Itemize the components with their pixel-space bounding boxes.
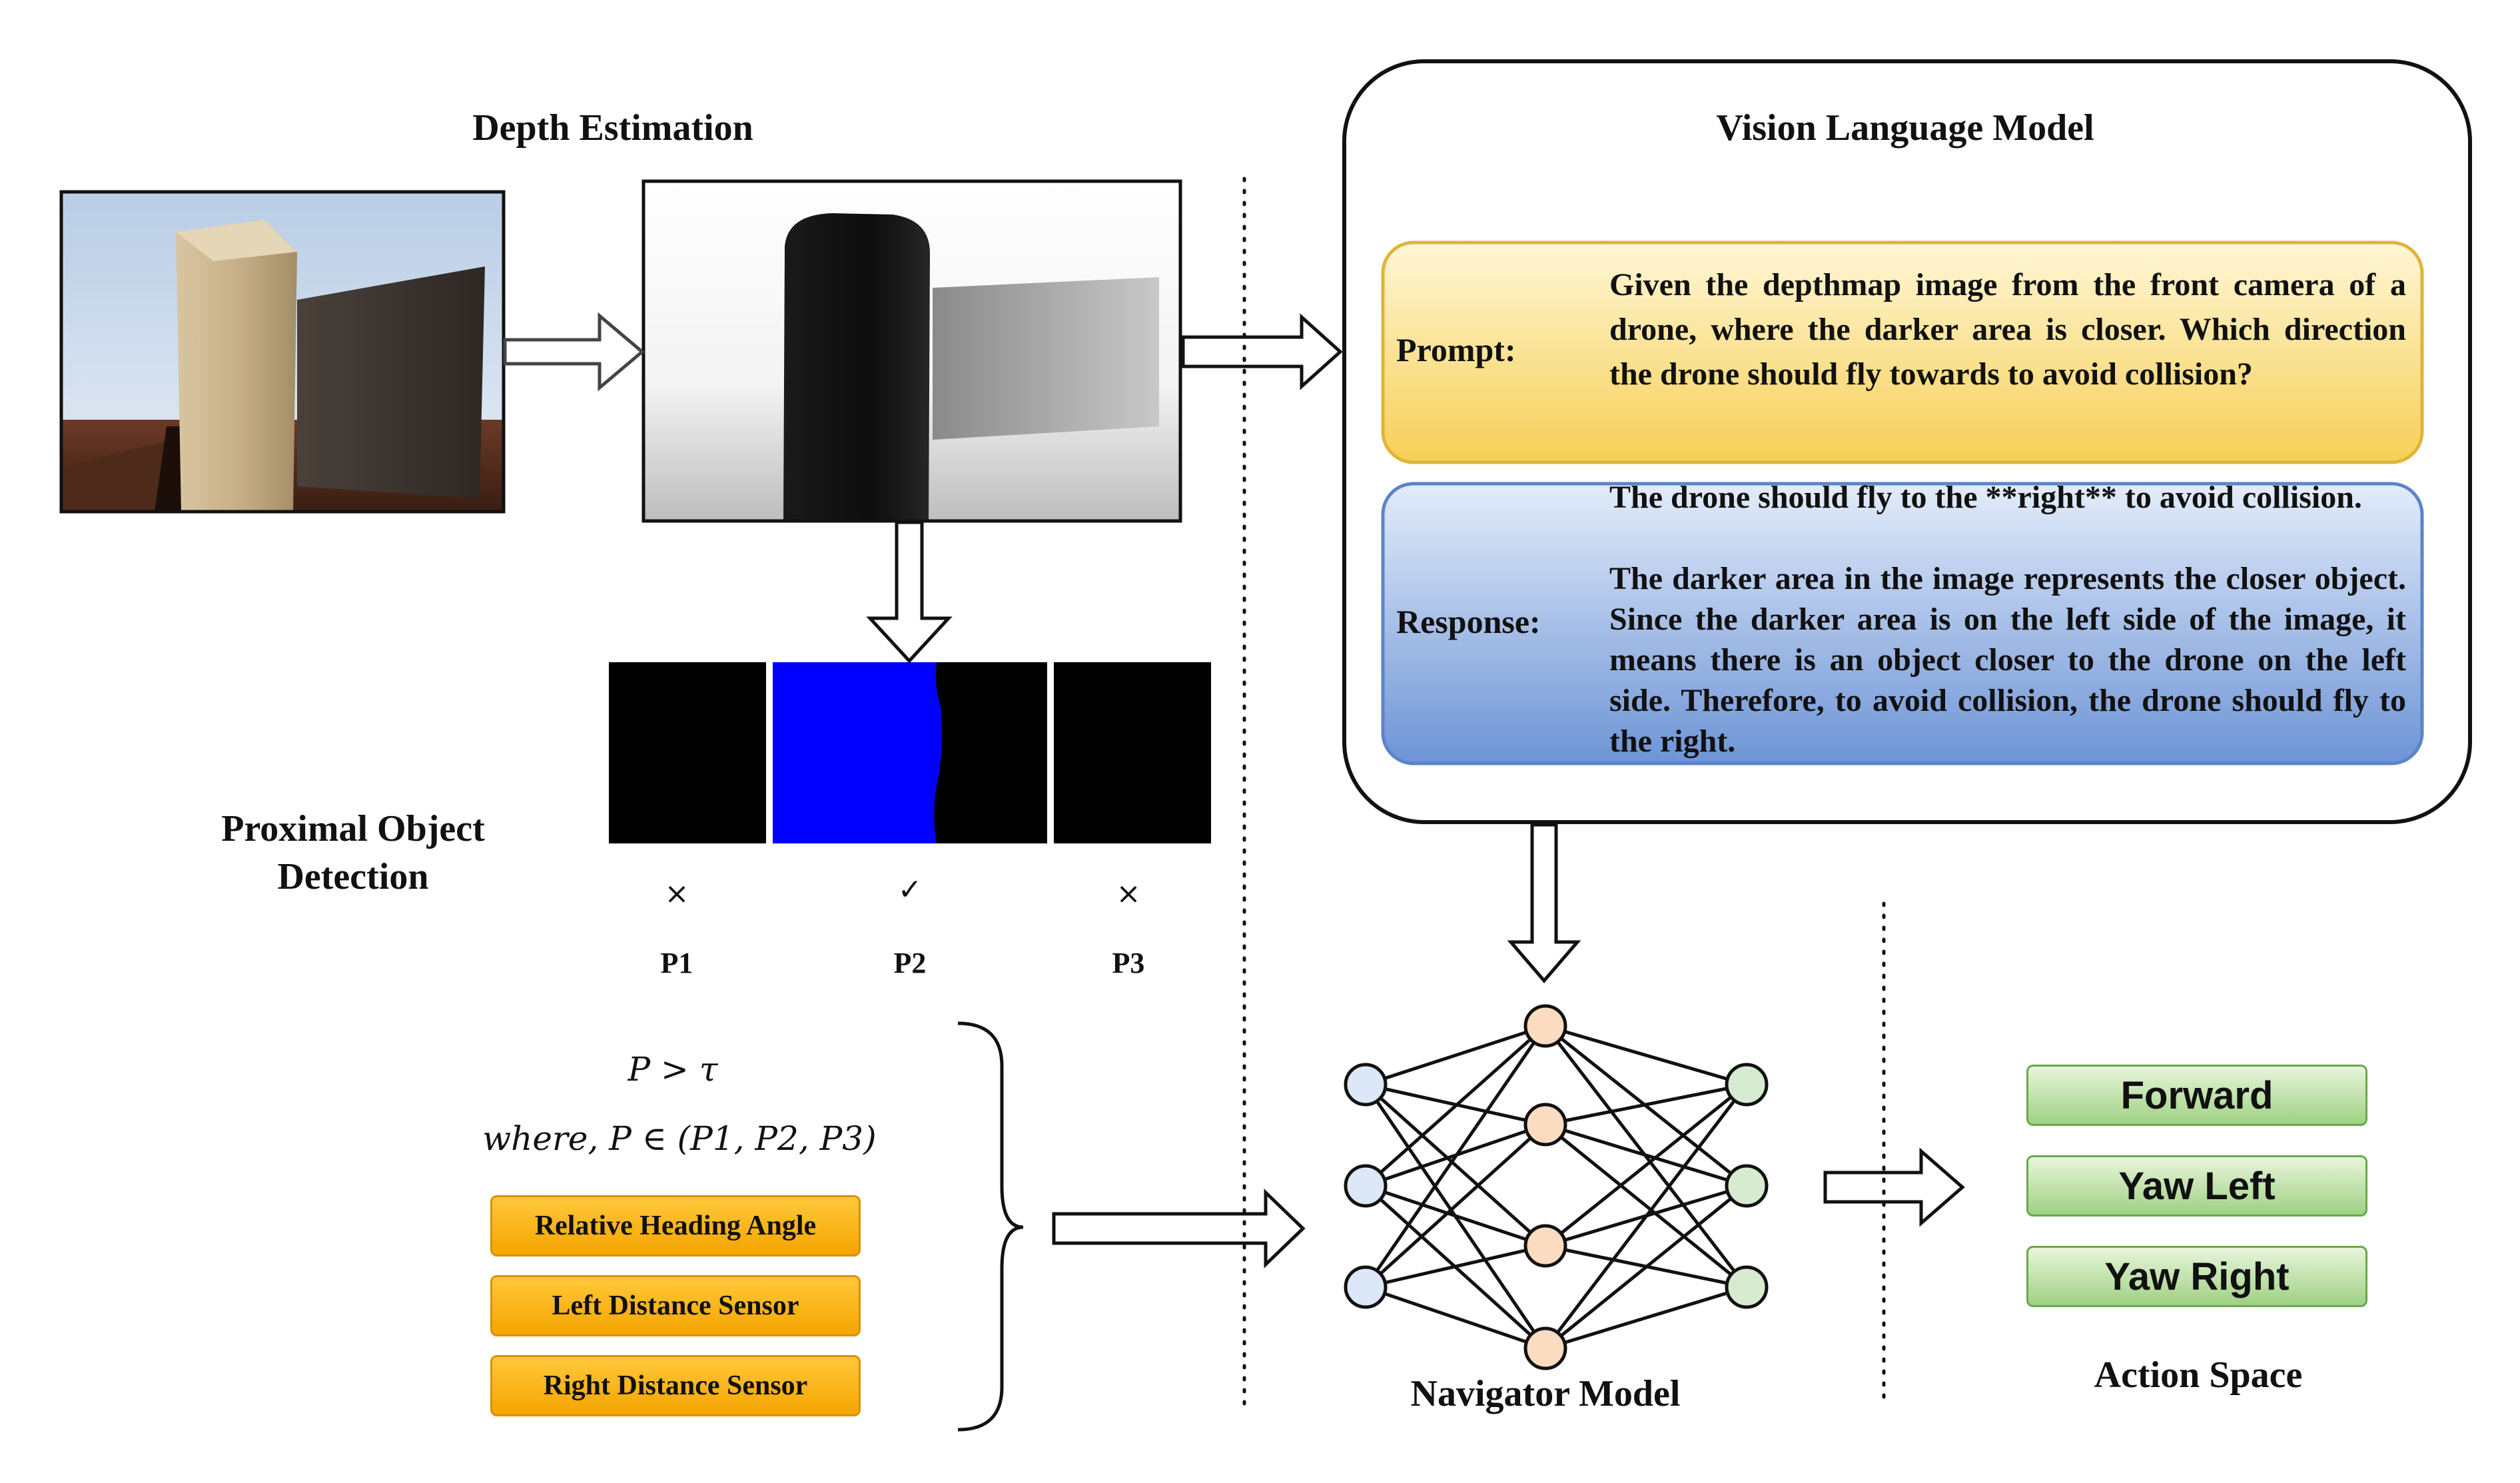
- right-arrow-icon: [503, 312, 645, 392]
- network-edge: [1544, 1083, 1748, 1350]
- action-forward: Forward: [2026, 1065, 2367, 1126]
- proximal-detection-strip: [609, 662, 1211, 843]
- network-edge: [1544, 1123, 1748, 1288]
- hidden-node: [1523, 1224, 1567, 1268]
- prompt-text: Given the depthmap image from the front …: [1609, 267, 2406, 392]
- network-edge: [1364, 1025, 1547, 1288]
- response-box: [1381, 482, 2424, 765]
- right-arrow-icon: [1823, 1147, 1965, 1227]
- network-edge: [1545, 1083, 1747, 1127]
- hidden-node: [1523, 1004, 1567, 1048]
- p2-label: P2: [893, 947, 927, 979]
- right-arrow-icon: [1052, 1189, 1306, 1268]
- p3-label: P3: [1112, 947, 1145, 979]
- network-edge: [1545, 1024, 1747, 1087]
- input-node: [1344, 1265, 1388, 1309]
- proximal-detection-title: Proximal Object Detection: [221, 808, 485, 897]
- response-label: Response:: [1396, 603, 1541, 640]
- sensor-right-distance: Right Distance Sensor: [490, 1355, 861, 1416]
- action-space-title: Action Space: [2094, 1354, 2303, 1396]
- p1-label: P1: [660, 947, 693, 979]
- p1-mark: ×: [664, 877, 689, 911]
- navigator-title: Navigator Model: [1410, 1373, 1681, 1414]
- network-edge: [1364, 1025, 1547, 1187]
- depth-estimation-title: Depth Estimation: [472, 107, 753, 149]
- down-arrow-icon: [866, 520, 953, 664]
- navigator-network-nodes: [1344, 1004, 1769, 1370]
- network-edge: [1545, 1285, 1747, 1350]
- right-arrow-icon: [1181, 313, 1343, 390]
- network-edge: [1364, 1083, 1547, 1247]
- threshold-condition: P > τ: [628, 1050, 718, 1089]
- input-node: [1344, 1063, 1388, 1107]
- output-node: [1725, 1265, 1769, 1309]
- network-edge: [1364, 1123, 1547, 1288]
- depth-map-image: [641, 179, 1182, 523]
- hidden-node: [1523, 1326, 1567, 1370]
- network-edge: [1365, 1244, 1546, 1289]
- p2-mark: ✓: [897, 873, 923, 907]
- vlm-title: Vision Language Model: [1716, 107, 2094, 149]
- network-edge: [1365, 1184, 1546, 1248]
- output-node: [1725, 1063, 1769, 1107]
- navigator-network-edges: [1364, 1024, 1748, 1350]
- brace-icon: [957, 1021, 1024, 1432]
- action-yaw-left: Yaw Left: [2026, 1155, 2367, 1217]
- network-edge: [1365, 1024, 1546, 1087]
- prompt-box: [1381, 241, 2424, 464]
- input-node: [1344, 1164, 1388, 1208]
- network-edge: [1545, 1123, 1747, 1188]
- network-edge: [1544, 1083, 1748, 1247]
- response-text-1: The drone should fly to the **right** to…: [1609, 480, 2362, 515]
- sensor-left-distance: Left Distance Sensor: [490, 1275, 861, 1336]
- sensor-relative-heading-angle: Relative Heading Angle: [490, 1195, 861, 1256]
- down-arrow-icon: [1507, 823, 1581, 983]
- partition-set: where, P ∈ (P1, P2, P3): [482, 1119, 877, 1158]
- response-text-2: The darker area in the image represents …: [1609, 561, 2406, 759]
- p3-mark: ×: [1116, 877, 1141, 911]
- output-node: [1725, 1164, 1769, 1208]
- hidden-node: [1523, 1103, 1567, 1147]
- action-yaw-right: Yaw Right: [2026, 1246, 2367, 1307]
- prompt-label: Prompt:: [1396, 331, 1516, 368]
- network-edge: [1544, 1185, 1748, 1350]
- network-edge: [1365, 1285, 1546, 1350]
- camera-image: [59, 190, 506, 514]
